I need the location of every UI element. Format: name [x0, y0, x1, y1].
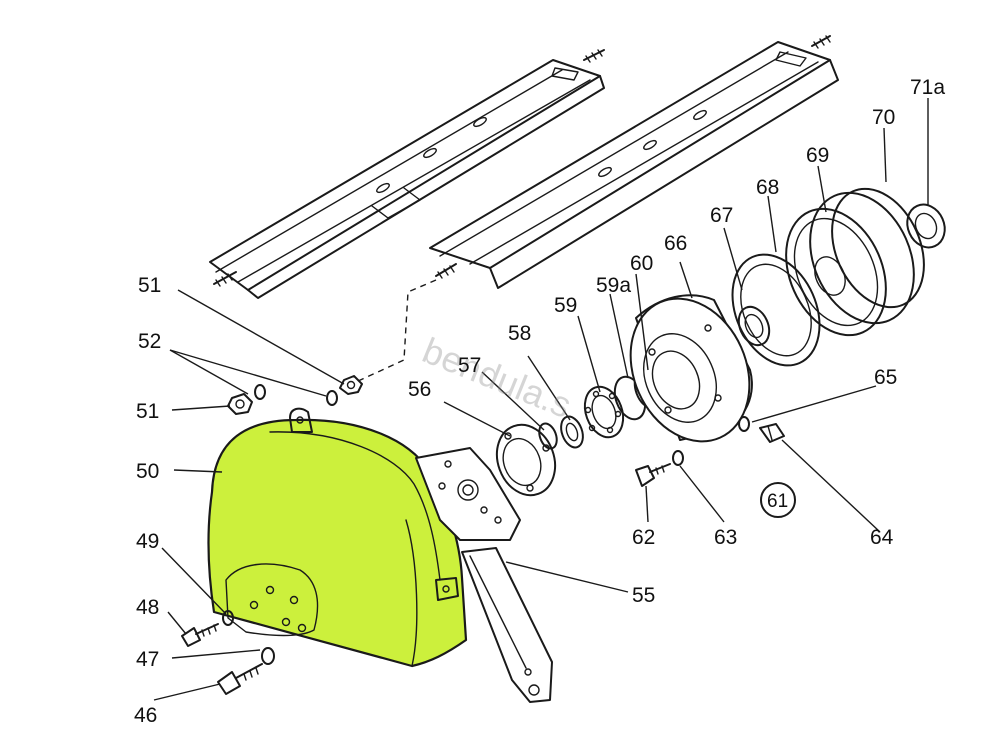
label-67: 67 — [710, 204, 733, 227]
flange-56 — [495, 423, 557, 497]
label-61: 61 — [767, 491, 788, 512]
watermark-text: bendula.s — [417, 329, 577, 426]
label-57: 57 — [458, 354, 481, 377]
label-49: 49 — [136, 530, 159, 553]
cover-plate — [207, 407, 468, 668]
label-59: 59 — [554, 294, 577, 317]
reference-circle-61 — [760, 482, 796, 518]
label-60: 60 — [630, 252, 653, 275]
label-46: 46 — [134, 704, 157, 727]
pulley-69-70 — [785, 187, 925, 337]
upper-rail-left — [209, 49, 605, 299]
label-63: 63 — [714, 526, 737, 549]
label-56: 56 — [408, 378, 431, 401]
label-47: 47 — [136, 648, 159, 671]
part-labels: 46 47 48 49 50 51 51 52 55 56 57 58 59 5… — [134, 76, 945, 727]
seal-71a — [906, 203, 946, 249]
label-58: 58 — [508, 322, 531, 345]
label-51-top: 51 — [138, 274, 161, 297]
label-65: 65 — [874, 366, 897, 389]
seals-67-68 — [731, 253, 821, 367]
mounting-bracket — [415, 447, 553, 703]
rings-57-58 — [538, 415, 584, 450]
label-62: 62 — [632, 526, 655, 549]
label-51-bottom: 51 — [136, 400, 159, 423]
label-70: 70 — [872, 106, 895, 129]
label-66: 66 — [664, 232, 687, 255]
label-55: 55 — [632, 584, 655, 607]
label-71a: 71a — [910, 76, 945, 99]
label-48: 48 — [136, 596, 159, 619]
leader-lines — [153, 98, 929, 701]
bearing-housing-66 — [629, 294, 753, 443]
label-69: 69 — [806, 144, 829, 167]
upper-rail-right — [429, 35, 839, 289]
label-59a: 59a — [596, 274, 631, 297]
label-64: 64 — [870, 526, 894, 549]
label-52: 52 — [138, 330, 161, 353]
label-68: 68 — [756, 176, 779, 199]
label-50: 50 — [136, 460, 159, 483]
